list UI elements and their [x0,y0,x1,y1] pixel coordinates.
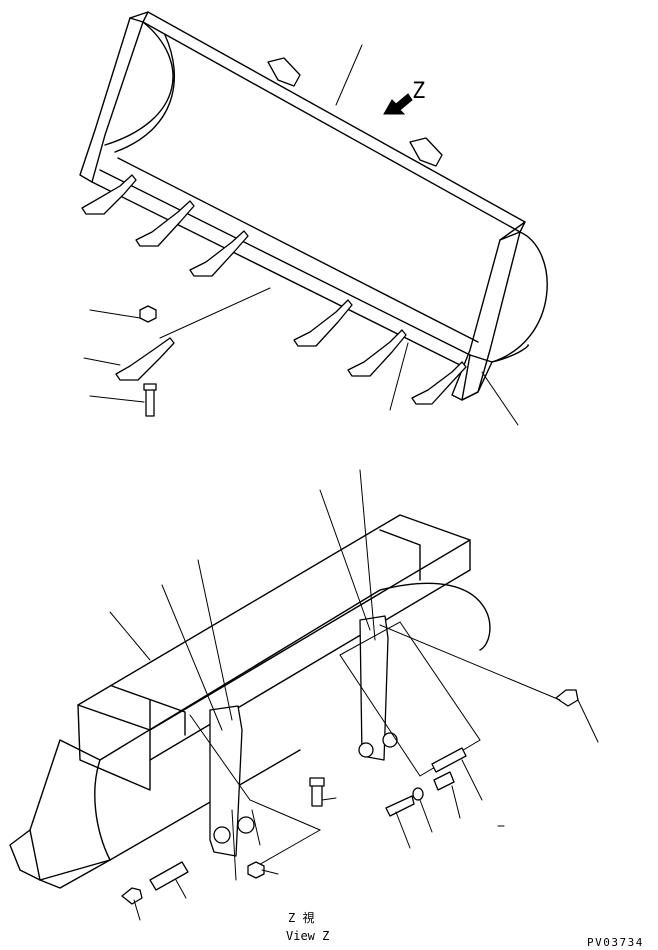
tooth-1 [81,174,137,215]
tooth-5 [347,329,407,377]
view-arrow [383,93,413,115]
drawing-number: PV03734 [587,936,644,949]
tooth-detail [115,337,175,381]
bucket-view-z [9,469,599,921]
pin-lower [149,861,189,891]
nut-detail [139,305,157,323]
tooth-4 [293,299,353,347]
tooth-2 [135,200,195,247]
tooth-6 [411,361,467,405]
grease-fitting-lower [121,887,143,905]
pin-upper [431,747,467,773]
bolt-view-z [385,795,415,817]
tooth-3 [189,230,249,277]
view-arrow-label: Z [412,79,425,104]
bucket-top-view [79,11,548,426]
bolt-detail [143,383,157,417]
caption-en: View Z [286,929,329,943]
pin-short [433,771,455,791]
bolt-upright [309,777,325,807]
washer [412,787,424,801]
grease-fitting-upper [555,689,579,707]
caption-jp: Z 視 [288,910,314,925]
nut-view-z [247,861,265,879]
